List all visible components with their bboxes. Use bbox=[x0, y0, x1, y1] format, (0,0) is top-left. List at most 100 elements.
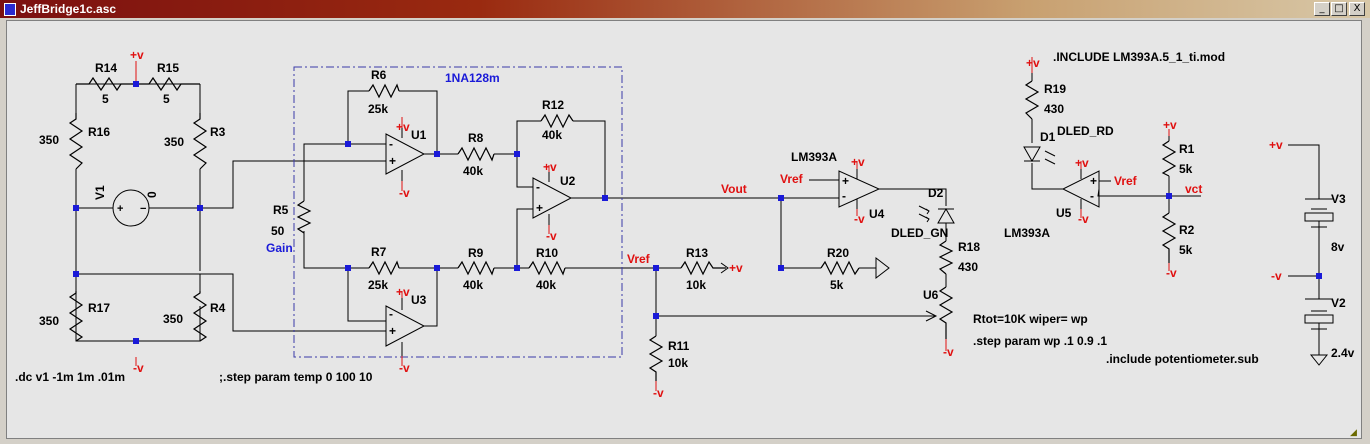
net-minus-v-v2: -v bbox=[1271, 269, 1282, 283]
label-u1: U1 bbox=[411, 128, 427, 142]
label-r2: R2 bbox=[1179, 223, 1195, 237]
led-d2 bbox=[918, 205, 955, 224]
arrow-r13 bbox=[720, 262, 729, 274]
value-v2: 2.4v bbox=[1331, 346, 1355, 360]
svg-text:+: + bbox=[389, 154, 396, 168]
label-r15: R15 bbox=[157, 61, 179, 75]
resistor-r18 bbox=[938, 240, 954, 275]
directive-step-wp: .step param wp .1 0.9 .1 bbox=[973, 334, 1107, 348]
resistor-r14 bbox=[76, 76, 136, 92]
net-vref-u5: Vref bbox=[1114, 174, 1138, 188]
resistor-r10 bbox=[528, 260, 566, 276]
net-minus-v-r2: -v bbox=[1166, 266, 1177, 280]
title-bar[interactable]: JeffBridge1c.asc _ □ X bbox=[0, 0, 1370, 18]
net-plus-v-r19: +v bbox=[1026, 56, 1040, 70]
label-r18: R18 bbox=[958, 240, 980, 254]
led-d1 bbox=[1023, 146, 1056, 165]
net-minus-v-u3: -v bbox=[399, 361, 410, 375]
opamp-input-signs: - + - + - + + - + - bbox=[389, 137, 1097, 338]
ground-r20 bbox=[875, 256, 890, 280]
gain-label: Gain bbox=[266, 241, 293, 255]
opamp-u3 bbox=[385, 305, 426, 347]
value-r17: 350 bbox=[39, 314, 59, 328]
label-r20: R20 bbox=[827, 246, 849, 260]
resistor-r11 bbox=[648, 335, 664, 381]
net-plus-v-r14: +v bbox=[130, 48, 144, 62]
subcircuit-name: 1NA128m bbox=[445, 71, 500, 85]
label-r1: R1 bbox=[1179, 142, 1195, 156]
value-r14: 5 bbox=[102, 92, 109, 106]
minimize-button[interactable]: _ bbox=[1314, 2, 1330, 16]
value-r18: 430 bbox=[958, 260, 978, 274]
net-minus-v-u2: -v bbox=[546, 229, 557, 243]
net-plus-v-r1: +v bbox=[1163, 118, 1177, 132]
resize-grip-icon[interactable]: ◢ bbox=[1350, 427, 1357, 437]
net-minus-v-u1: -v bbox=[399, 186, 410, 200]
label-u3: U3 bbox=[411, 293, 427, 307]
model-u5: LM393A bbox=[1004, 226, 1050, 240]
svg-text:-: - bbox=[389, 307, 393, 321]
resistor-r7 bbox=[368, 260, 400, 276]
value-r6: 25k bbox=[368, 102, 388, 116]
resistor-r20 bbox=[820, 260, 860, 276]
svg-text:-: - bbox=[842, 189, 846, 203]
value-r1: 5k bbox=[1179, 162, 1193, 176]
label-u4: U4 bbox=[869, 207, 885, 221]
label-r6: R6 bbox=[371, 68, 387, 82]
value-r16: 350 bbox=[39, 133, 59, 147]
opamps bbox=[385, 128, 1100, 356]
directive-include-pot: .include potentiometer.sub bbox=[1106, 352, 1259, 366]
power-pins bbox=[135, 57, 1170, 391]
resistor-r8 bbox=[457, 146, 495, 162]
resistor-r15 bbox=[136, 76, 200, 92]
resistor-r3 bbox=[192, 113, 208, 170]
directive-dc: .dc v1 -1m 1m .01m bbox=[15, 370, 125, 384]
resistor-r12 bbox=[540, 113, 574, 129]
resistor-r13 bbox=[680, 260, 726, 276]
resistor-r6 bbox=[368, 83, 400, 99]
value-r12: 40k bbox=[542, 128, 562, 142]
close-button[interactable]: X bbox=[1349, 2, 1365, 16]
svg-text:−: − bbox=[140, 203, 146, 215]
label-v3: V3 bbox=[1331, 192, 1346, 206]
resistor-r9 bbox=[457, 260, 495, 276]
value-r11: 10k bbox=[668, 356, 688, 370]
label-r11: R11 bbox=[668, 339, 690, 353]
label-r3: R3 bbox=[210, 125, 226, 139]
value-r10: 40k bbox=[536, 278, 556, 292]
value-r3: 350 bbox=[164, 135, 184, 149]
resistor-r5 bbox=[296, 200, 312, 234]
label-r10: R10 bbox=[536, 246, 558, 260]
value-r9: 40k bbox=[463, 278, 483, 292]
label-u6: U6 bbox=[923, 288, 939, 302]
label-d2: D2 bbox=[928, 186, 944, 200]
resistor-r1 bbox=[1161, 140, 1177, 177]
net-minus-v-u6: -v bbox=[943, 345, 954, 359]
svg-text:-: - bbox=[389, 137, 393, 151]
comparator-u5 bbox=[1061, 170, 1100, 208]
voltage-source-v1: + − bbox=[109, 189, 154, 227]
maximize-button[interactable]: □ bbox=[1331, 2, 1347, 16]
label-r19: R19 bbox=[1044, 82, 1066, 96]
value-r15: 5 bbox=[163, 92, 170, 106]
directive-include-lm393: .INCLUDE LM393A.5_1_ti.mod bbox=[1053, 50, 1225, 64]
label-u2: U2 bbox=[560, 174, 576, 188]
value-r19: 430 bbox=[1044, 102, 1064, 116]
potentiometer-u6 bbox=[938, 286, 954, 339]
schematic[interactable]: + − bbox=[7, 21, 1361, 438]
model-u4: LM393A bbox=[791, 150, 837, 164]
net-vref-u4: Vref bbox=[780, 172, 804, 186]
svg-text:-: - bbox=[1090, 189, 1094, 203]
value-v3: 8v bbox=[1331, 240, 1345, 254]
label-r12: R12 bbox=[542, 98, 564, 112]
value-r20: 5k bbox=[830, 278, 844, 292]
label-d1: D1 bbox=[1040, 130, 1056, 144]
value-r7: 25k bbox=[368, 278, 388, 292]
battery-v3 bbox=[1304, 198, 1334, 233]
schematic-canvas[interactable]: + − bbox=[6, 20, 1362, 439]
label-r9: R9 bbox=[468, 246, 484, 260]
label-r4: R4 bbox=[210, 301, 226, 315]
svg-text:+: + bbox=[536, 201, 543, 215]
resistors bbox=[68, 76, 1177, 381]
